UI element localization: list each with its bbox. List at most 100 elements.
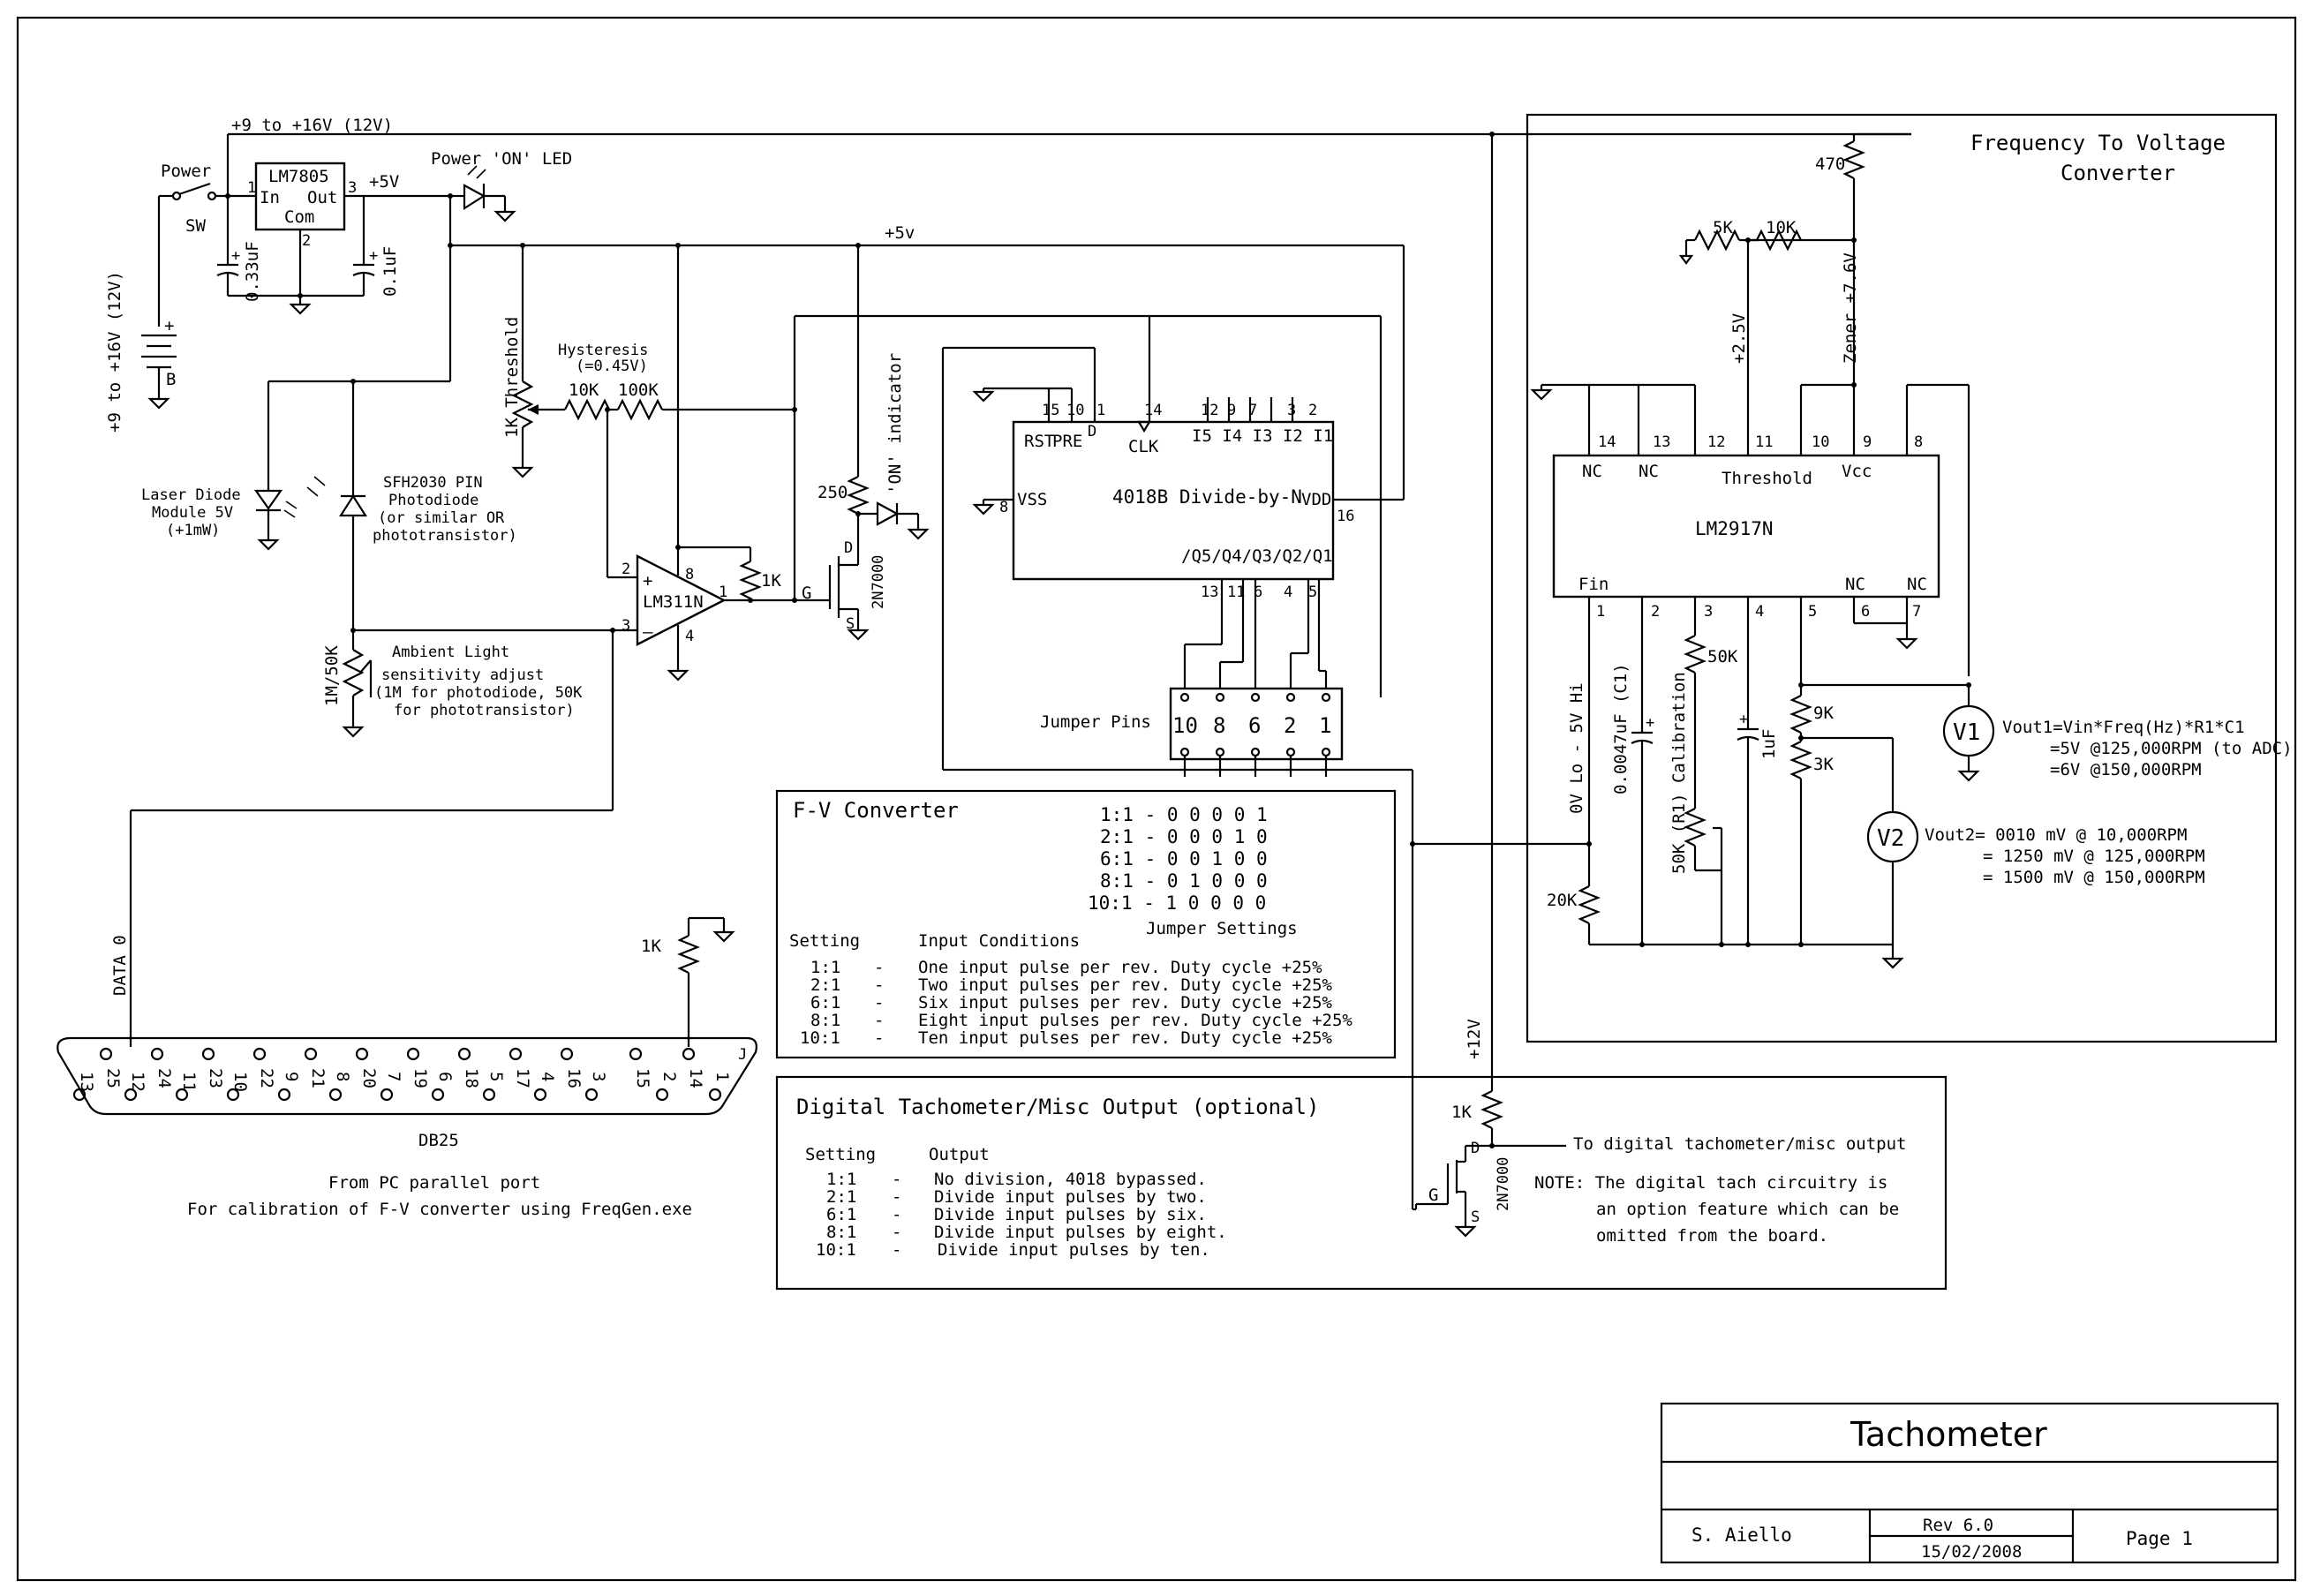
db25-pin-label: 16 — [564, 1068, 584, 1088]
db25-pin[interactable] — [655, 1088, 669, 1102]
vin-range-label: 0V Lo - 5V Hi — [1567, 682, 1586, 814]
resistor-9k-label: 9K — [1813, 704, 1834, 723]
digital-row-dash: - — [892, 1187, 901, 1207]
fv-row-setting: 10:1 — [800, 1028, 840, 1048]
supply-top-label: +9 to +16V (12V) — [231, 116, 393, 135]
db25-pin[interactable] — [431, 1088, 445, 1102]
fv-col-input: Input Conditions — [918, 931, 1080, 951]
db25-pin[interactable] — [355, 1047, 369, 1061]
lm311-pin4: 4 — [685, 628, 694, 645]
digital-row-text: No division, 4018 bypassed. — [934, 1170, 1207, 1189]
db25-pin-label: 2 — [659, 1072, 679, 1081]
digital-row-text: Divide input pulses by six. — [934, 1205, 1207, 1224]
fv-ratio-row: 1:1 - 0 0 0 0 1 — [1100, 804, 1268, 825]
title-block-rev: Rev 6.0 — [1923, 1516, 1993, 1535]
cap1-label: 0.33uF — [243, 241, 262, 302]
jumper-pin-top[interactable] — [1250, 692, 1261, 703]
voltmeter-v1-label: V1 — [1953, 719, 1980, 746]
db25-pin[interactable] — [533, 1088, 547, 1102]
db25-pin[interactable] — [226, 1088, 240, 1102]
db25-pin[interactable] — [560, 1047, 574, 1061]
lm2917-pin12: 12 — [1707, 433, 1725, 451]
db25-pin-label: 21 — [308, 1068, 328, 1088]
db25-pin[interactable] — [304, 1047, 318, 1061]
db25-connector[interactable] — [57, 1036, 757, 1116]
vout1-line-2: =5V @125,000RPM (to ADC) — [2050, 739, 2293, 758]
vout1-line-1: Vout1=Vin*Freq(Hz)*R1*C1 — [2002, 718, 2245, 737]
digital-col-output: Output — [929, 1145, 990, 1164]
db25-pin-label: 8 — [333, 1072, 352, 1081]
digital-output-label: To digital tachometer/misc output — [1573, 1134, 1907, 1154]
ic-4018-clk: CLK — [1128, 437, 1159, 456]
resistor-100k — [617, 398, 663, 421]
digital-pullup-1k — [1480, 1090, 1503, 1129]
db25-pin[interactable] — [252, 1047, 267, 1061]
fv-table-rows: 1:1 - One input pulse per rev. Duty cycl… — [800, 958, 1352, 1048]
db25-pin[interactable] — [124, 1088, 138, 1102]
jumper-pin-top[interactable] — [1285, 692, 1296, 703]
ic-4018-pin9: 9 — [1227, 402, 1236, 419]
db25-pin-label: 19 — [411, 1068, 430, 1088]
db25-pin[interactable] — [72, 1088, 87, 1102]
db25-ref: J — [738, 1046, 747, 1064]
digital-row-setting: 6:1 — [826, 1205, 856, 1224]
db25-pin-label: 20 — [359, 1068, 379, 1088]
db25-pin[interactable] — [150, 1047, 164, 1061]
lm2917-pin3: 3 — [1704, 603, 1713, 621]
comparator-minus: – — [643, 622, 653, 642]
trimmer-5k — [1694, 229, 1740, 252]
regulator-com: Com — [284, 207, 314, 227]
db25-pin[interactable] — [629, 1047, 643, 1061]
db25-pin[interactable] — [406, 1047, 420, 1061]
digital-fet-drain: D — [1471, 1140, 1480, 1157]
db25-pin[interactable] — [380, 1088, 394, 1102]
db25-pin[interactable] — [201, 1047, 215, 1061]
digital-row-setting: 8:1 — [826, 1223, 856, 1242]
digital-tach-table — [775, 1075, 1948, 1291]
jumper-pin-top[interactable] — [1321, 692, 1331, 703]
db25-pin[interactable] — [277, 1088, 291, 1102]
digital-fet-source: S — [1471, 1208, 1480, 1226]
fv-row-text: One input pulse per rev. Duty cycle +25% — [918, 958, 1322, 977]
resistor-9k — [1789, 695, 1812, 734]
db25-pin[interactable] — [682, 1047, 696, 1061]
digital-row-text: Divide input pulses by two. — [934, 1187, 1207, 1207]
fv-row-setting: 6:1 — [810, 993, 840, 1013]
db25-pin[interactable] — [584, 1088, 599, 1102]
lm2917-pin4: 4 — [1755, 603, 1764, 621]
resistor-10k — [564, 398, 610, 421]
fv-ratio-row: 8:1 - 0 1 0 0 0 — [1100, 870, 1268, 892]
db25-pin-label: 3 — [589, 1072, 608, 1081]
ic-4018-pin8: 8 — [999, 499, 1008, 516]
db25-pin[interactable] — [482, 1088, 496, 1102]
db25-pin[interactable] — [708, 1088, 722, 1102]
jumper-pin-top[interactable] — [1215, 692, 1225, 703]
pullup-1k-label: 1K — [761, 571, 781, 591]
db25-pin[interactable] — [175, 1088, 189, 1102]
ambient-label-4: for phototransistor) — [394, 702, 575, 719]
resistor-20k — [1578, 885, 1601, 924]
ic-4018-pin16: 16 — [1337, 508, 1354, 525]
db25-pin[interactable] — [99, 1047, 113, 1061]
db25-pin-label: 11 — [179, 1072, 199, 1092]
db25-pin-label: 12 — [128, 1072, 147, 1092]
fv-panel-title-2: Converter — [2061, 161, 2175, 185]
db25-pin-label: 18 — [462, 1068, 481, 1088]
ground-symbol — [289, 303, 312, 315]
hyst-r10k-label: 10K — [569, 380, 599, 400]
ic-4018-pin15: 15 — [1042, 402, 1059, 419]
title-block-page: Page 1 — [2126, 1528, 2193, 1549]
reg-pin2: 2 — [302, 232, 311, 250]
db25-pin[interactable] — [328, 1088, 343, 1102]
digital-row-setting: 10:1 — [816, 1240, 856, 1260]
db25-pin[interactable] — [509, 1047, 523, 1061]
db25-pin[interactable] — [457, 1047, 471, 1061]
fet-drain-label: D — [844, 539, 853, 557]
fet-source-label: S — [846, 615, 855, 633]
ic-4018-pin10: 10 — [1066, 402, 1084, 419]
hysteresis-value: (=0.45V) — [576, 358, 648, 375]
db25-pin-label: 23 — [206, 1068, 225, 1088]
jumper-pin-top[interactable] — [1179, 692, 1190, 703]
jumper-settings-label: Jumper Settings — [1146, 919, 1298, 938]
